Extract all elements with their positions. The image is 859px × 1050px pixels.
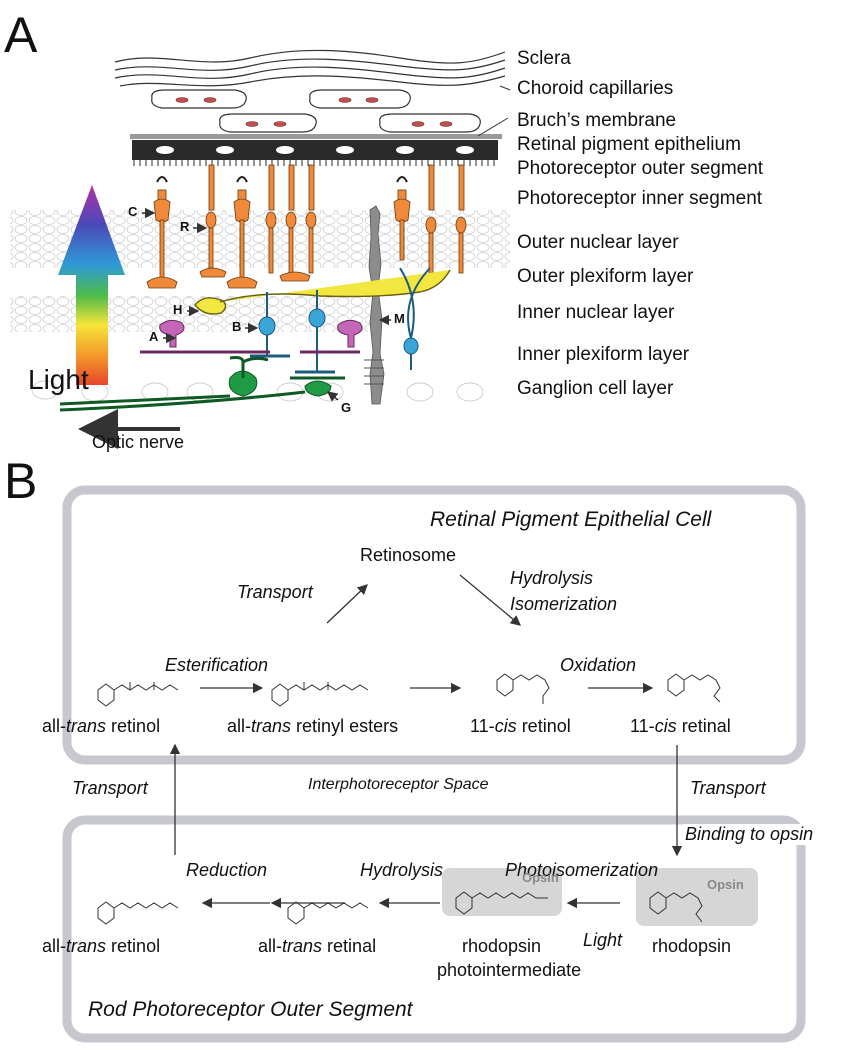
molecule-11-cis-retinol [496, 673, 550, 704]
horizontal-cell [194, 269, 451, 315]
transport-up-label: Transport [237, 582, 313, 602]
cell-label-ganglion: G [341, 400, 352, 415]
rpe-cell-box [62, 485, 806, 765]
isomerization-label: Isomerization [510, 594, 618, 614]
rod-compound-all-trans-retinal: all-trans retinal [258, 936, 377, 956]
rod-cell [425, 164, 437, 274]
ganglion-cells [59, 356, 345, 412]
rod-outer-segment-title: Rod Photoreceptor Outer Segment [88, 998, 413, 1021]
rhodopsin-photointermediate-label-2: photointermediate [437, 960, 582, 980]
molecule-all-trans-retinal-rod [287, 901, 369, 925]
opsin-label-2: Opsin [707, 877, 744, 892]
cone-cell [226, 176, 258, 289]
choroid-capillaries [151, 89, 481, 133]
rod-cell [455, 164, 467, 274]
cell-label-cone: C [128, 204, 138, 219]
rhodopsin-label: rhodopsin [652, 936, 732, 956]
light-label: Light [28, 364, 89, 395]
rod-cell [265, 164, 277, 274]
transport-right-label: Transport [690, 778, 766, 798]
reduction-label: Reduction [186, 860, 268, 880]
rhodopsin-photointermediate-label-1: rhodopsin [462, 936, 542, 956]
rpe-compound-11-cis-retinal: 11-cis retinal [630, 716, 731, 736]
transport-left-label: Transport [72, 778, 148, 798]
hydrolysis-label-1: Hydrolysis [510, 568, 594, 588]
rpe-cell-title: Retinal Pigment Epithelial Cell [430, 508, 712, 531]
cell-label-muller: M [394, 311, 405, 326]
molecule-structures [97, 673, 721, 925]
layer-label-rpe: Retinal pigment epithelium [517, 134, 741, 155]
layer-label-sclera: Sclera [517, 48, 571, 69]
esterification-label: Esterification [165, 655, 269, 675]
layer-label-ganglion: Ganglion cell layer [517, 378, 674, 399]
interphotoreceptor-space-label: Interphotoreceptor Space [308, 776, 489, 793]
light-arrow-icon [58, 185, 125, 385]
bipolar-cells [250, 267, 431, 374]
bruchs-membrane [130, 134, 502, 139]
hydrolysis-label-rod: Hydrolysis [360, 860, 444, 880]
binding-to-opsin-label: Binding to opsin [683, 824, 816, 845]
layer-label-outer-plexiform: Outer plexiform layer [517, 266, 694, 287]
light-label-rod: Light [583, 930, 623, 950]
rpe-compound-11-cis-retinol: 11-cis retinol [470, 716, 571, 736]
rpe-layer [132, 140, 498, 166]
cone-cell [146, 176, 178, 289]
layer-label-outer-nuclear: Outer nuclear layer [517, 232, 679, 253]
rpe-compound-all-trans-retinol: all-trans retinol [42, 716, 161, 736]
rod-cell [285, 164, 297, 274]
cell-label-amacrine: A [149, 329, 159, 344]
layer-label-choroid: Choroid capillaries [517, 78, 674, 99]
rpe-compound-retinyl-esters: all-trans retinyl esters [227, 716, 399, 736]
layer-label-inner-plexiform: Inner plexiform layer [517, 344, 690, 365]
rod-compound-all-trans-retinol: all-trans retinol [42, 936, 161, 956]
layer-label-inner-segment: Photoreceptor inner segment [517, 188, 763, 209]
layer-label-inner-nuclear: Inner nuclear layer [517, 302, 675, 323]
molecule-all-trans-retinyl-esters [271, 682, 369, 707]
rod-cell [305, 164, 317, 274]
optic-nerve-label: Optic nerve [92, 432, 185, 452]
panel-a-letter: A [4, 7, 38, 63]
cell-label-horizontal: H [173, 302, 183, 317]
rod-outer-segment-box [62, 815, 806, 1043]
photoisomerization-label: Photoisomerization [505, 860, 659, 880]
molecule-all-trans-retinol-rod [97, 901, 179, 925]
amacrine-cells [140, 319, 363, 354]
opsin-label-1: Opsin [522, 870, 559, 885]
cell-label-rod: R [180, 219, 190, 234]
oxidation-label: Oxidation [560, 655, 637, 675]
panel-b-letter: B [4, 453, 38, 509]
layer-label-outer-segment: Photoreceptor outer segment [517, 158, 764, 179]
retinosome-label: Retinosome [360, 545, 457, 565]
sclera-lines [114, 49, 506, 87]
photoreceptors [146, 164, 467, 289]
molecule-all-trans-retinol [97, 682, 179, 707]
molecule-11-cis-retinal [667, 673, 721, 703]
cell-label-bipolar: B [232, 319, 242, 334]
layer-label-bruchs: Bruch’s membrane [517, 110, 677, 131]
cone-cell [393, 176, 411, 261]
